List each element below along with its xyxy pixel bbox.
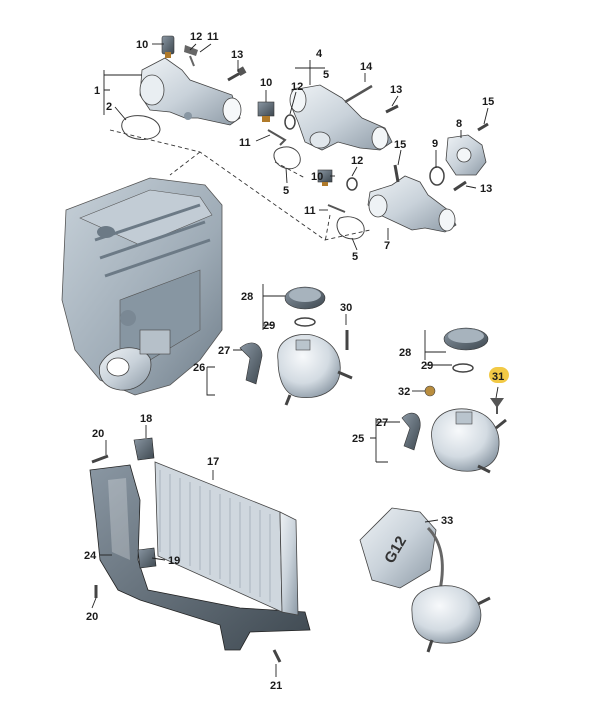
callout-7: 7 — [384, 240, 390, 252]
mount-bracket-icon[interactable] — [239, 342, 263, 385]
engine-block-icon[interactable] — [61, 177, 223, 396]
callout-1: 1 — [94, 85, 100, 97]
callout-20a: 20 — [92, 428, 104, 440]
callout-4: 4 — [316, 48, 323, 60]
callout-10b: 10 — [260, 77, 272, 89]
callout-15a: 15 — [394, 139, 406, 151]
callout-27b: 27 — [376, 417, 388, 429]
seal-ring-icon — [452, 363, 474, 373]
thermostat-housing-icon[interactable] — [139, 57, 242, 126]
callout-11c: 11 — [304, 205, 316, 217]
callout-11b: 11 — [239, 137, 251, 149]
callout-12b: 12 — [291, 81, 303, 93]
rubber-mount-icon[interactable] — [137, 547, 157, 569]
callout-17: 17 — [207, 456, 219, 468]
expansion-tank-icon[interactable] — [277, 333, 353, 406]
gasket-icon — [336, 216, 365, 240]
cap-icon[interactable] — [443, 327, 489, 351]
callout-31: 31 — [492, 371, 504, 383]
screw-icon[interactable] — [490, 398, 504, 414]
callout-32: 32 — [398, 386, 410, 398]
callout-12c: 12 — [351, 155, 363, 167]
o-ring-icon — [346, 177, 358, 191]
seal-ring-icon — [294, 317, 316, 327]
callout-25: 25 — [352, 433, 364, 445]
callout-29b: 29 — [421, 360, 433, 372]
mount-bracket-icon[interactable] — [401, 412, 421, 451]
bolt-icon[interactable] — [227, 66, 247, 82]
callout-28a: 28 — [241, 291, 253, 303]
callout-28b: 28 — [399, 347, 411, 359]
expansion-tank-icon[interactable] — [411, 585, 491, 653]
leader-lines — [91, 43, 499, 677]
clip-icon — [327, 204, 346, 213]
callout-29a: 29 — [263, 320, 275, 332]
callout-5a: 5 — [323, 69, 329, 81]
clip-icon — [184, 45, 198, 67]
callout-labels: 10 12 11 13 1 2 4 5 14 13 10 12 11 5 12 … — [84, 31, 509, 692]
callout-5c: 5 — [352, 251, 358, 263]
callout-27a: 27 — [218, 345, 230, 357]
callout-14: 14 — [360, 61, 373, 73]
bolt-icon[interactable] — [385, 104, 399, 114]
callout-12a: 12 — [190, 31, 202, 43]
callout-24: 24 — [84, 550, 97, 562]
callout-33: 33 — [441, 515, 453, 527]
callout-10a: 10 — [136, 39, 148, 51]
callout-5b: 5 — [283, 185, 289, 197]
callout-9: 9 — [432, 138, 438, 150]
expansion-tank-icon[interactable] — [431, 408, 507, 474]
callout-19: 19 — [168, 555, 180, 567]
callout-13a: 13 — [231, 49, 243, 61]
bolt-icon[interactable] — [91, 454, 109, 464]
callout-13c: 13 — [480, 183, 492, 195]
gasket-icon — [273, 146, 301, 170]
o-ring-icon — [429, 166, 445, 186]
callout-8: 8 — [456, 118, 462, 130]
sensor-icon[interactable] — [257, 101, 275, 122]
callout-10c: 10 — [311, 171, 323, 183]
assembly-lines — [109, 129, 371, 243]
cap-icon[interactable] — [284, 286, 326, 310]
long-bolt-icon — [344, 84, 373, 104]
gasket-icon[interactable] — [121, 115, 161, 140]
callout-11a: 11 — [207, 31, 219, 43]
radiator-icon[interactable] — [154, 461, 299, 616]
radiator-frame-icon[interactable] — [89, 464, 311, 651]
callout-21: 21 — [270, 680, 282, 692]
highlight-marker — [489, 367, 509, 383]
callout-13b: 13 — [390, 84, 402, 96]
bolt-icon[interactable] — [393, 164, 400, 183]
coolant-flange-icon[interactable] — [367, 175, 457, 233]
sensor-icon[interactable] — [161, 35, 175, 58]
rubber-mount-icon[interactable] — [133, 437, 155, 461]
callout-15b: 15 — [482, 96, 494, 108]
o-ring-icon — [284, 114, 296, 130]
coolant-bottle-icon[interactable]: G12 — [359, 507, 444, 591]
callout-20b: 20 — [86, 611, 98, 623]
clip-icon — [267, 129, 287, 146]
bolt-icon[interactable] — [453, 180, 467, 192]
bolt-icon[interactable] — [272, 649, 282, 663]
callout-26: 26 — [193, 362, 205, 374]
callout-2: 2 — [106, 101, 112, 113]
coolant-flange-icon[interactable] — [445, 134, 487, 176]
nut-icon[interactable] — [424, 385, 436, 397]
coolant-pipe-icon[interactable] — [289, 84, 393, 151]
bolt-icon[interactable] — [477, 122, 489, 132]
callout-18: 18 — [140, 413, 152, 425]
callout-30: 30 — [340, 302, 352, 314]
